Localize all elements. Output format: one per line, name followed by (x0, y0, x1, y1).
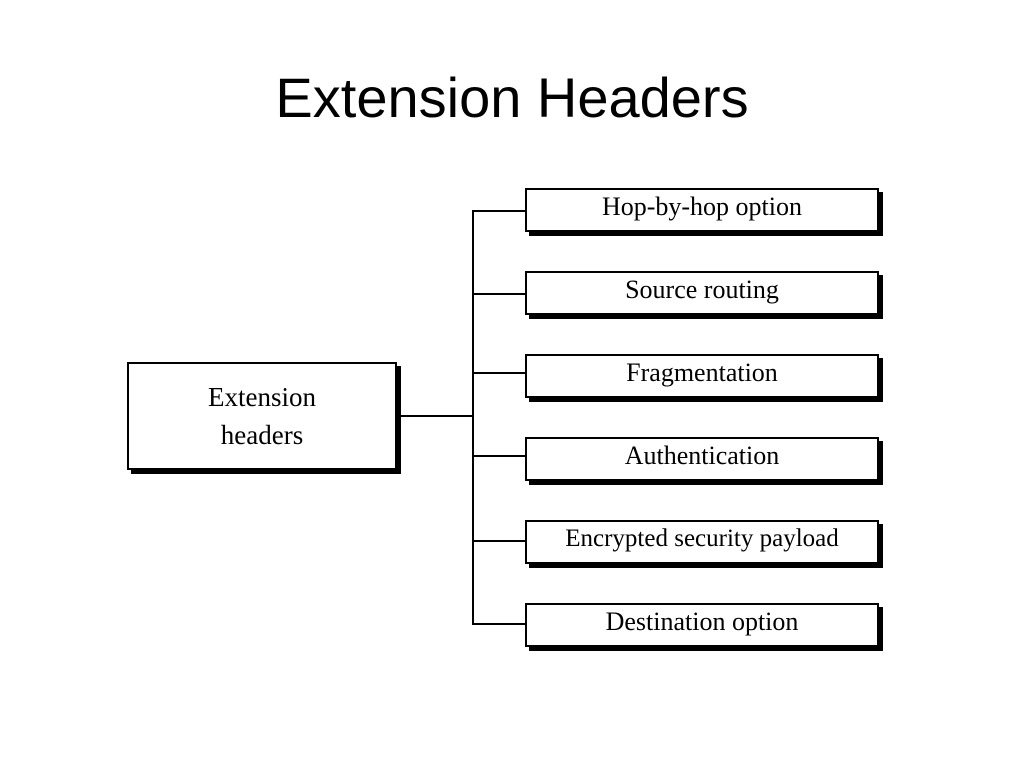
child-label: Destination option (605, 607, 799, 636)
child-box-encrypted-security-payload: Encrypted security payload (525, 520, 879, 564)
branch-line (472, 210, 525, 212)
child-box-authentication: Authentication (525, 437, 879, 481)
child-box-destination-option: Destination option (525, 603, 879, 647)
root-label-line1: Extension (208, 382, 316, 412)
slide-title: Extension Headers (275, 66, 749, 129)
child-label: Authentication (624, 441, 780, 470)
child-box-hop-by-hop: Hop-by-hop option (525, 188, 879, 232)
root-label-line2: headers (220, 420, 304, 450)
root-box-extension-headers: Extension headers (127, 362, 397, 470)
child-label: Hop-by-hop option (601, 192, 803, 221)
child-box-source-routing: Source routing (525, 271, 879, 315)
root-connector (397, 415, 473, 417)
branch-line (472, 540, 525, 542)
branch-line (472, 623, 525, 625)
branch-line (472, 372, 525, 374)
child-label: Fragmentation (626, 358, 778, 387)
branch-line (472, 455, 525, 457)
child-label: Source routing (625, 275, 779, 304)
branch-line (472, 293, 525, 295)
child-label: Encrypted security payload (565, 525, 839, 552)
trunk-line (472, 210, 474, 625)
child-box-fragmentation: Fragmentation (525, 354, 879, 398)
